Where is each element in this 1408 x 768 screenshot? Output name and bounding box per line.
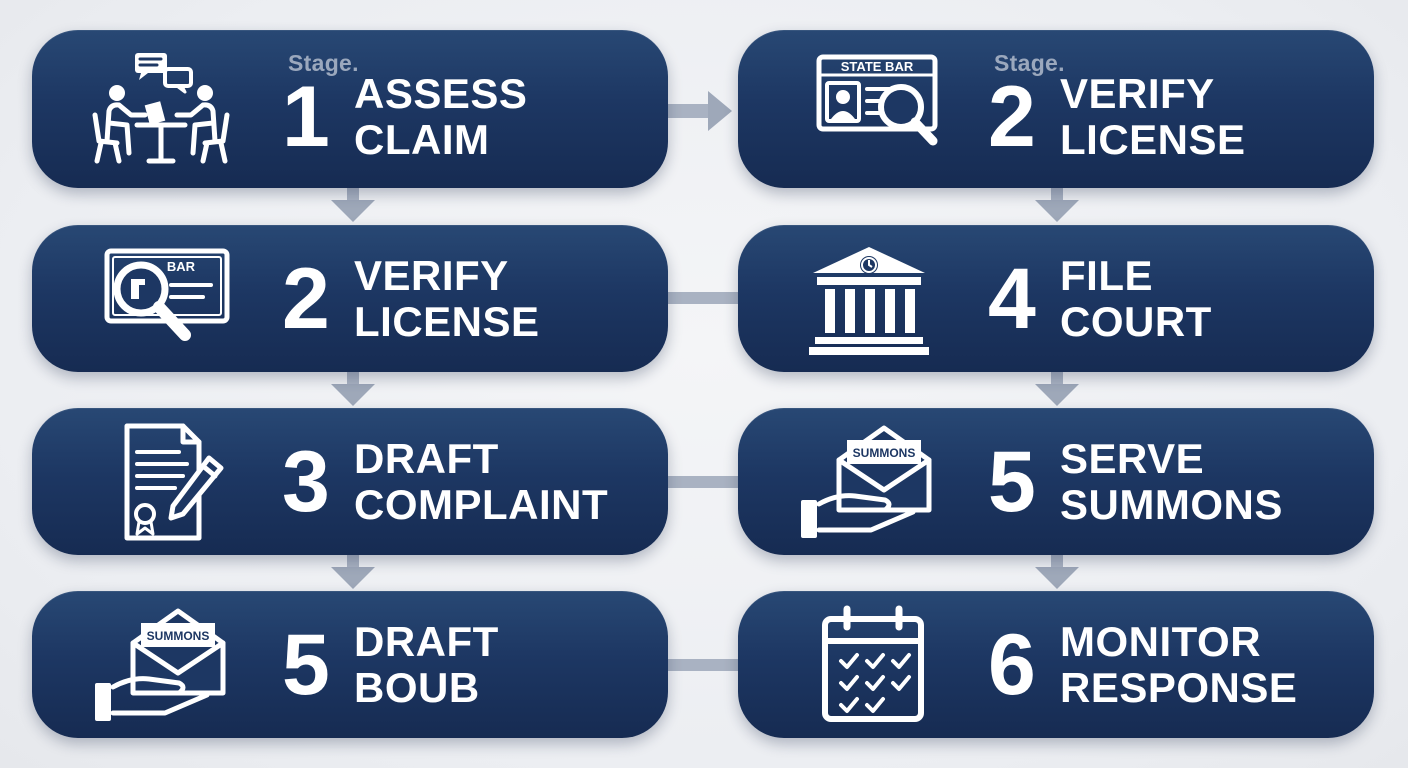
connector-v-l1 [347, 188, 359, 202]
stage-card-draft-boub[interactable]: SUMMONS 5 DRAFT BOUB [32, 591, 668, 738]
stage-title-line2: RESPONSE [1060, 663, 1298, 711]
stage-title-line2: BOUB [354, 663, 480, 711]
arrow-down-l1 [331, 200, 375, 222]
stage-card-serve-summons[interactable]: SUMMONS 5 SERVE SUMMONS [738, 408, 1374, 555]
stage-title: ASSESS CLAIM [354, 71, 527, 163]
connector-h-1 [668, 104, 710, 118]
courthouse-icon [793, 239, 943, 359]
stage-title: MONITOR RESPONSE [1060, 617, 1298, 711]
stage-title-line2: SUMMONS [1060, 480, 1283, 528]
stage-title-line1: ASSESS [354, 70, 528, 117]
stage-title: DRAFT COMPLAINT [354, 434, 609, 528]
connector-h-2 [668, 292, 740, 304]
stage-title-line1: VERIFY [354, 251, 509, 299]
stage-card-verify-license[interactable]: BAR 2 VERIFY LICENSE [32, 225, 668, 372]
stage-title-line1: SERVE [1060, 434, 1205, 482]
stage-number: 5 [282, 616, 330, 713]
arrow-down-l2 [331, 384, 375, 406]
state-bar-card-text: STATE BAR [841, 59, 914, 74]
connector-h-4 [668, 659, 740, 671]
stage-title-line1: DRAFT [354, 617, 499, 665]
stage-number: 4 [988, 250, 1036, 347]
connector-v-l3 [347, 555, 359, 569]
connector-v-r3 [1051, 555, 1063, 569]
stage-number: 3 [282, 433, 330, 530]
stage-title-line1: FILE [1060, 251, 1153, 299]
stage-number: 1 [282, 69, 330, 165]
document-pen-icon [87, 422, 237, 542]
stage-card-file-court[interactable]: 4 FILE COURT [738, 225, 1374, 372]
state-bar-card-icon: STATE BAR [793, 49, 943, 169]
stage-title-line2: CLAIM [354, 116, 490, 163]
stage-title-line2: COMPLAINT [354, 480, 609, 528]
stage-title: DRAFT BOUB [354, 617, 499, 711]
stage-number: 2 [282, 250, 330, 347]
connector-v-r2 [1051, 372, 1063, 386]
stage-title: VERIFY LICENSE [1060, 71, 1246, 163]
stage-title-line2: COURT [1060, 297, 1212, 345]
summons-envelope-text: SUMMONS [853, 446, 916, 460]
stage-title: SERVE SUMMONS [1060, 434, 1283, 528]
stage-card-monitor-response[interactable]: 6 MONITOR RESPONSE [738, 591, 1374, 738]
stage-title-line2: LICENSE [1060, 116, 1246, 163]
connector-h-3 [668, 476, 740, 488]
stage-number: 6 [988, 616, 1036, 713]
stage-number: 2 [988, 69, 1036, 165]
stage-label: Stage. [994, 50, 1065, 76]
calendar-check-icon [793, 605, 943, 725]
summons-envelope-icon: SUMMONS [793, 422, 943, 542]
stage-card-verify-license-top[interactable]: STATE BAR Stage. 2 VERIFY LICENSE [738, 30, 1374, 188]
connector-v-l2 [347, 372, 359, 386]
license-search-text: BAR [167, 259, 196, 274]
stage-title: FILE COURT [1060, 251, 1212, 345]
summons-envelope-icon: SUMMONS [87, 605, 237, 725]
arrow-down-r3 [1035, 567, 1079, 589]
stage-title: VERIFY LICENSE [354, 251, 540, 345]
arrow-down-r2 [1035, 384, 1079, 406]
stage-title-line1: VERIFY [1060, 70, 1215, 117]
stage-number: 5 [988, 433, 1036, 530]
arrow-down-l3 [331, 567, 375, 589]
arrow-right-1 [708, 91, 732, 131]
connector-v-r1 [1051, 188, 1063, 202]
arrow-down-r1 [1035, 200, 1079, 222]
stage-card-draft-complaint[interactable]: 3 DRAFT COMPLAINT [32, 408, 668, 555]
stage-title-line1: DRAFT [354, 434, 499, 482]
stage-card-assess-claim[interactable]: Stage. 1 ASSESS CLAIM [32, 30, 668, 188]
consultation-icon [87, 49, 237, 169]
summons-envelope-text: SUMMONS [147, 629, 210, 643]
license-search-icon: BAR [87, 239, 237, 359]
stage-label: Stage. [288, 50, 359, 76]
stage-title-line1: MONITOR [1060, 617, 1262, 665]
stage-title-line2: LICENSE [354, 297, 540, 345]
